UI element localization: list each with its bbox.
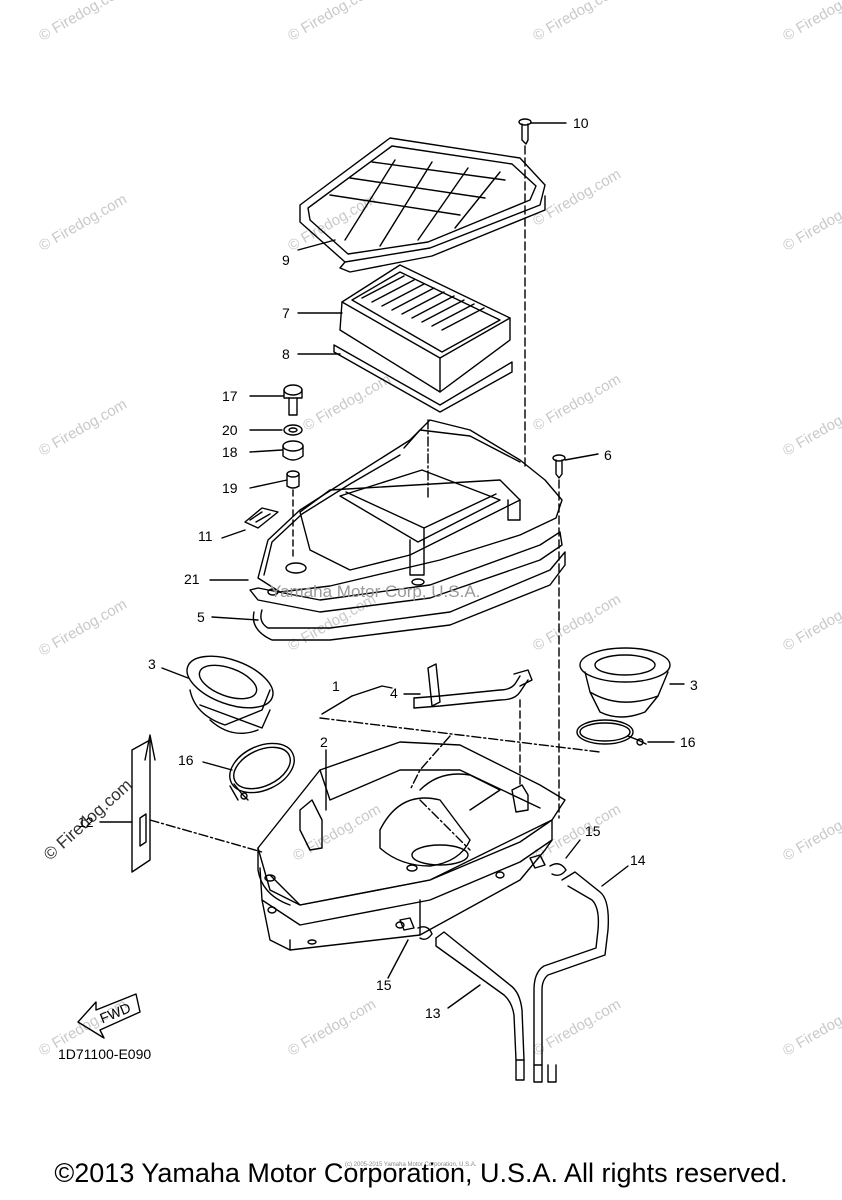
callout-11: 11 bbox=[198, 528, 213, 544]
callout-9: 9 bbox=[282, 252, 290, 268]
part-6-screw bbox=[552, 454, 566, 819]
part-12-label bbox=[131, 734, 156, 873]
part-14-hose bbox=[533, 871, 610, 1083]
callout-3-left: 3 bbox=[148, 656, 156, 672]
callout-21: 21 bbox=[184, 571, 200, 587]
part-7-filter bbox=[339, 264, 511, 393]
callout-20: 20 bbox=[222, 422, 238, 438]
fwd-label: FWD bbox=[97, 999, 133, 1026]
callout-2: 2 bbox=[320, 734, 328, 750]
callout-7: 7 bbox=[282, 305, 290, 321]
callout-15-lower: 15 bbox=[376, 977, 392, 993]
part-16-clamp-right bbox=[576, 719, 647, 746]
part-15-clip-lower bbox=[399, 917, 433, 941]
leader-lines bbox=[99, 122, 685, 1009]
part-3-joint-right bbox=[579, 647, 671, 718]
callout-14: 14 bbox=[630, 852, 646, 868]
part-3-joint-left bbox=[186, 655, 274, 734]
part-8-gasket bbox=[333, 344, 513, 413]
callout-6: 6 bbox=[604, 447, 612, 463]
brand-stamp: Yamaha Motor Corp, U.S.A. bbox=[270, 582, 481, 601]
part-5-gasket bbox=[252, 551, 566, 641]
callout-8: 8 bbox=[282, 346, 290, 362]
air-box-lid bbox=[257, 419, 563, 596]
callout-4: 4 bbox=[390, 685, 398, 701]
callout-18: 18 bbox=[222, 444, 238, 460]
part-18-grommet bbox=[282, 440, 304, 461]
copyright-footer: ©2013 Yamaha Motor Corporation, U.S.A. A… bbox=[54, 1158, 788, 1188]
part-20-washer bbox=[283, 424, 303, 436]
part-16-clamp-left bbox=[229, 742, 295, 801]
callout-13: 13 bbox=[425, 1005, 441, 1021]
callout-10: 10 bbox=[573, 115, 589, 131]
callout-12: 12 bbox=[78, 814, 94, 830]
callout-19: 19 bbox=[222, 480, 238, 496]
callout-15-upper: 15 bbox=[585, 823, 601, 839]
part-9-cover bbox=[299, 137, 546, 273]
part-11-bracket bbox=[244, 507, 279, 529]
callout-3-right: 3 bbox=[690, 677, 698, 693]
callout-labels: 10 9 7 8 17 20 18 19 6 11 21 5 3 3 1 4 2… bbox=[78, 115, 698, 1021]
part-13-hose bbox=[435, 931, 557, 1083]
callout-1: 1 bbox=[332, 678, 340, 694]
callout-16-left: 16 bbox=[178, 752, 194, 768]
part-10-screw bbox=[518, 118, 532, 471]
part-19-collar bbox=[286, 470, 300, 561]
part-21-seal bbox=[249, 531, 563, 613]
air-box-case bbox=[257, 741, 566, 951]
tiny-copyright: (c) 2005-2015 Yamaha Motor Corporation, … bbox=[345, 1162, 477, 1168]
callout-16-right: 16 bbox=[680, 734, 696, 750]
part-17-bolt bbox=[283, 384, 303, 416]
diagram-code: 1D71100-E090 bbox=[58, 1046, 152, 1062]
part-15-clip-upper bbox=[529, 854, 567, 877]
fwd-arrow-icon: FWD bbox=[77, 993, 141, 1039]
part-4-hose bbox=[413, 663, 533, 786]
callout-17: 17 bbox=[222, 388, 238, 404]
callout-5: 5 bbox=[197, 609, 205, 625]
